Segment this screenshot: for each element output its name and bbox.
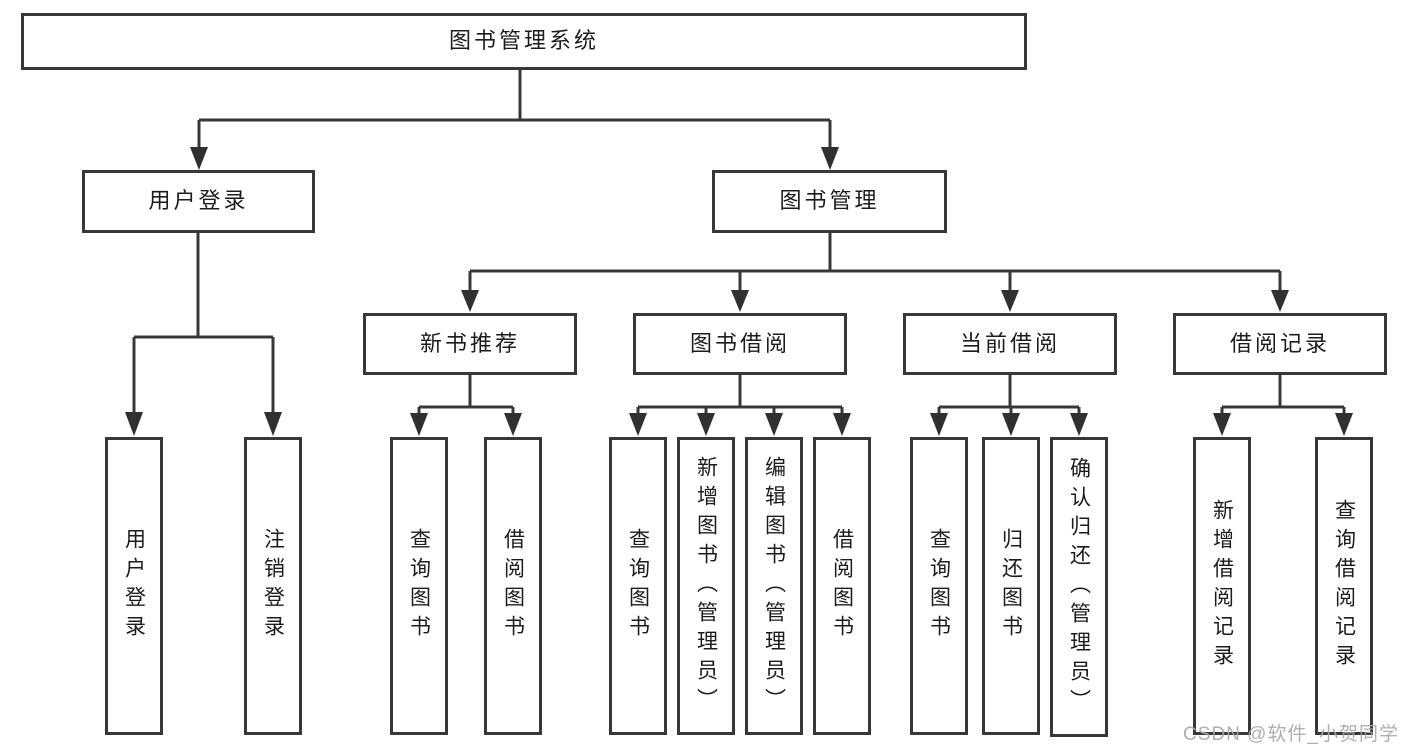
node-new-book-recommend: 新书推荐 (363, 313, 577, 375)
leaf-user-login: 用户登录 (105, 437, 163, 735)
node-user-login: 用户登录 (82, 170, 315, 233)
leaf-confirm-return-admin: 确认归还（管理员） (1050, 437, 1108, 737)
leaf-borrow-book-2: 借阅图书 (813, 437, 871, 735)
node-book-management: 图书管理 (712, 170, 947, 233)
node-root: 图书管理系统 (21, 13, 1027, 70)
leaf-logout: 注销登录 (244, 437, 302, 735)
node-current-borrow: 当前借阅 (903, 313, 1117, 375)
leaf-query-book-3: 查询图书 (910, 437, 968, 735)
csdn-watermark: CSDN @软件_小贺同学 (1183, 724, 1399, 745)
leaf-add-book-admin: 新增图书（管理员） (677, 437, 735, 735)
leaf-return-book: 归还图书 (982, 437, 1040, 735)
leaf-query-book-1: 查询图书 (390, 437, 448, 735)
leaf-borrow-book-1: 借阅图书 (484, 437, 542, 735)
leaf-query-borrow-record: 查询借阅记录 (1315, 437, 1373, 735)
leaf-query-book-2: 查询图书 (609, 437, 667, 735)
leaf-edit-book-admin: 编辑图书（管理员） (745, 437, 803, 735)
node-borrow-record: 借阅记录 (1173, 313, 1387, 375)
leaf-add-borrow-record: 新增借阅记录 (1193, 437, 1251, 735)
node-book-borrow: 图书借阅 (633, 313, 847, 375)
